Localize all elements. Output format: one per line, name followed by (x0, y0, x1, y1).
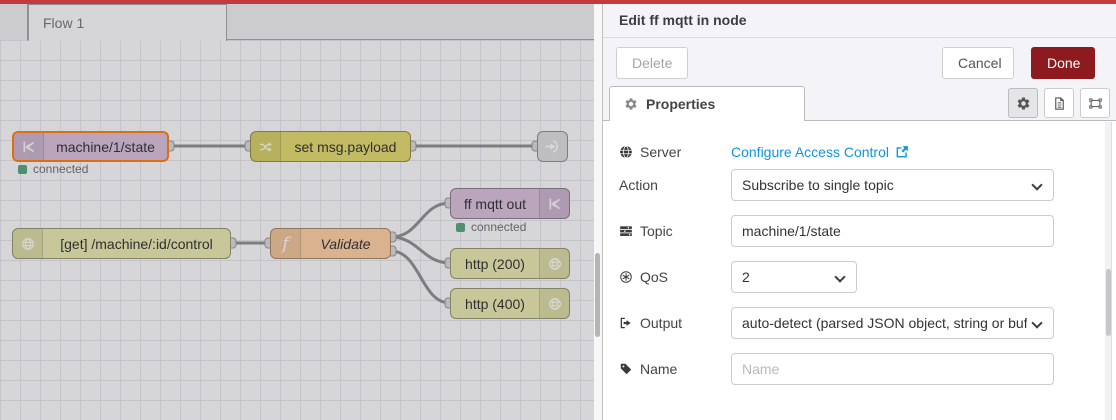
node-label: set msg.payload (294, 138, 397, 155)
http-response-400-node[interactable]: http (400) (450, 288, 570, 319)
properties-gear-button[interactable] (1008, 88, 1038, 118)
appearance-button[interactable] (1080, 88, 1110, 118)
http-in-node[interactable]: [get] /machine/:id/control (12, 228, 231, 259)
mqtt-in-status: connected (18, 162, 88, 176)
scrollbar-thumb[interactable] (1106, 269, 1111, 336)
mqtt-bridge-icon (14, 133, 44, 160)
node-label: machine/1/state (56, 138, 155, 155)
qos-row: QoS 2 (619, 261, 857, 293)
tag-icon (620, 363, 632, 375)
mqtt-out-status: connected (456, 220, 526, 234)
node-label: [get] /machine/:id/control (60, 235, 213, 252)
wire[interactable] (390, 235, 451, 265)
flow-workspace[interactable]: Flow 1 machine/1/state connected (0, 4, 594, 420)
topic-label: Topic (619, 223, 731, 239)
node-label: ff mqtt out (464, 195, 526, 212)
gear-icon (625, 98, 637, 110)
cancel-button[interactable]: Cancel (942, 47, 1014, 79)
action-label: Action (619, 177, 658, 193)
http-response-200-node[interactable]: http (200) (450, 248, 570, 279)
action-select[interactable]: Subscribe to single topic (731, 169, 1054, 201)
done-button[interactable]: Done (1031, 47, 1095, 79)
output-row: Output auto-detect (parsed JSON object, … (619, 307, 1054, 339)
top-accent-bar (0, 0, 1116, 4)
wire[interactable] (390, 201, 451, 239)
flow-tab-label: Flow 1 (43, 15, 85, 31)
topic-row: Topic (619, 215, 1054, 247)
globe-icon (539, 289, 569, 318)
qos-label: QoS (619, 269, 731, 285)
wire[interactable] (390, 249, 451, 305)
mqtt-bridge-icon (539, 189, 569, 218)
function-node[interactable]: f Validate (270, 228, 391, 259)
shuffle-icon (251, 132, 281, 161)
tray-title: Edit ff mqtt in node (603, 4, 1116, 38)
name-label: Name (619, 361, 731, 377)
function-icon: f (271, 229, 301, 258)
qos-select[interactable]: 2 (731, 261, 857, 293)
gear-icon (1017, 97, 1029, 109)
tray-tabbar: Properties (603, 86, 1116, 121)
server-row: Server Configure Access Control (619, 136, 909, 168)
name-input[interactable] (731, 353, 1054, 385)
chevron-down-icon (834, 271, 846, 283)
chevron-down-icon (1031, 179, 1043, 191)
properties-form: Server Configure Access Control Action S… (603, 121, 1116, 416)
topic-input[interactable] (731, 215, 1054, 247)
change-node[interactable]: set msg.payload (250, 131, 411, 162)
server-label: Server (619, 144, 731, 160)
qos-icon (620, 271, 632, 283)
tab-properties-label: Properties (646, 96, 716, 112)
globe-icon (620, 145, 632, 159)
mqtt-in-node[interactable]: machine/1/state (12, 131, 169, 162)
flow-tab-stub (0, 4, 28, 40)
link-out-node[interactable] (537, 131, 568, 162)
document-icon (1054, 96, 1064, 110)
flow-tabbar: Flow 1 (0, 4, 594, 41)
object-group-icon (1088, 98, 1102, 108)
output-select[interactable]: auto-detect (parsed JSON object, string … (731, 307, 1054, 339)
status-text: connected (33, 162, 89, 176)
mqtt-out-node[interactable]: ff mqtt out (450, 188, 570, 219)
tab-properties[interactable]: Properties (609, 86, 805, 121)
globe-icon (13, 229, 43, 258)
output-label: Output (619, 315, 731, 331)
node-label: http (200) (465, 255, 525, 272)
link-out-icon (538, 132, 567, 161)
description-button[interactable] (1044, 88, 1074, 118)
globe-icon (539, 249, 569, 278)
tray-tab-buttons (1008, 88, 1110, 118)
delete-button[interactable]: Delete (616, 47, 689, 79)
scrollbar-thumb[interactable] (595, 253, 600, 337)
wires-layer (163, 140, 543, 309)
tray-button-bar: Delete Cancel Done (603, 38, 1116, 86)
form-scrollbar[interactable] (1105, 122, 1112, 420)
status-dot-icon (18, 164, 27, 174)
name-row: Name (619, 353, 1054, 385)
action-row: Action Subscribe to single topic (619, 169, 1054, 201)
flow-tab[interactable]: Flow 1 (28, 4, 227, 41)
edit-tray: Edit ff mqtt in node Delete Cancel Done … (602, 4, 1116, 420)
sign-out-icon (620, 317, 631, 329)
external-link-icon (896, 146, 908, 158)
status-text: connected (471, 220, 527, 234)
status-dot-icon (456, 222, 465, 232)
tasks-icon (620, 226, 632, 236)
workspace-scrollbar[interactable] (594, 4, 602, 420)
configure-access-control-link[interactable]: Configure Access Control (731, 144, 909, 160)
node-label: Validate (320, 235, 371, 252)
chevron-down-icon (1031, 317, 1043, 329)
node-label: http (400) (465, 295, 525, 312)
